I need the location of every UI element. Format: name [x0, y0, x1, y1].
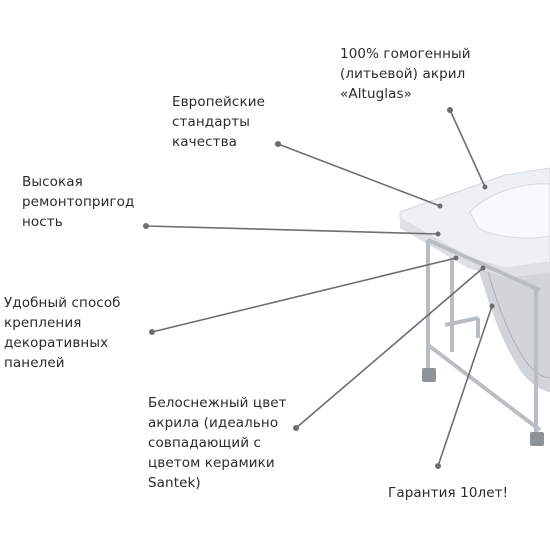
- bathtub-rim: [399, 167, 550, 278]
- leader-acrylic: [449, 109, 486, 188]
- leader-euro: [277, 143, 441, 207]
- dot-white-start: [293, 425, 299, 431]
- dot-warranty-start: [435, 463, 441, 469]
- label-panel-mounting: Удобный способ крепления декоративных па…: [4, 295, 121, 371]
- leader-dots: [143, 107, 495, 469]
- dot-euro-start: [275, 141, 281, 147]
- dot-euro-end: [437, 203, 443, 209]
- dot-warranty-end: [489, 303, 495, 309]
- leader-mount: [151, 257, 457, 333]
- label-european-standards: Европейские стандарты качества: [172, 94, 265, 150]
- leader-repair: [145, 225, 439, 235]
- dot-repair-end: [435, 231, 441, 237]
- label-white-color: Белоснежный цвет акрила (идеально совпад…: [148, 395, 287, 491]
- dot-white-end: [480, 265, 486, 271]
- label-warranty: Гарантия 10лет!: [388, 485, 509, 501]
- label-acrylic-material: 100% гомогенный (литьевой) акрил «Altugl…: [340, 46, 471, 102]
- dot-mount-end: [453, 255, 459, 261]
- leader-white: [295, 267, 484, 429]
- frame-feet: [422, 368, 544, 446]
- leader-warranty: [437, 305, 493, 467]
- dot-repair-start: [143, 223, 149, 229]
- leader-lines: [145, 109, 493, 467]
- label-repairability: Высокая ремонтопригод ность: [22, 174, 135, 230]
- dot-mount-start: [149, 329, 155, 335]
- bathtub-bowl: [478, 268, 550, 392]
- dot-acrylic-end: [482, 184, 488, 190]
- support-frame: [426, 238, 542, 440]
- dot-acrylic-start: [447, 107, 453, 113]
